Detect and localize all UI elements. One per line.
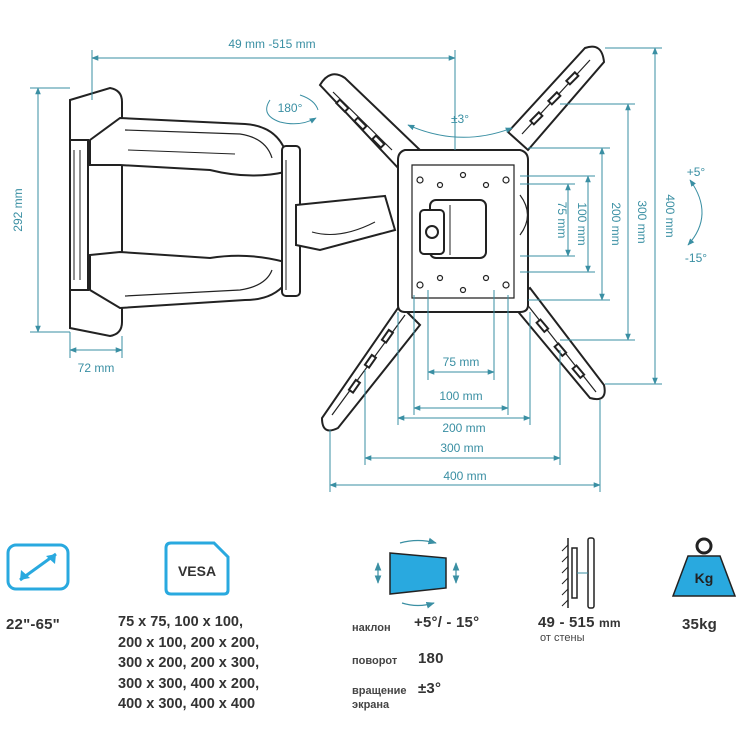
vesa-badge-text: VESA <box>178 563 216 579</box>
dim-extension: 49 mm -515 mm <box>228 37 315 51</box>
screen-size-icon <box>6 543 70 591</box>
dim-tilt-up: +5° <box>687 165 706 179</box>
vesa-icon: VESA <box>164 541 230 596</box>
distance-label: от стены <box>540 632 585 644</box>
dimension-labels: 49 mm -515 mm 292 mm 72 mm 180° ±3° +5° … <box>11 37 707 483</box>
weight-badge-text: Kg <box>695 570 714 586</box>
vesa-line: 300 x 200, 200 x 300, <box>118 655 260 671</box>
mount-drawing <box>69 45 606 432</box>
vesa-arm-top-right <box>506 45 606 152</box>
weight-icon: Kg <box>671 537 737 597</box>
dim-vesa-h75: 75 mm <box>443 355 480 369</box>
tilt-rotation-icon <box>374 537 460 609</box>
dim-depth: 72 mm <box>78 361 115 375</box>
swivel-value: 180 <box>418 650 444 667</box>
dim-tilt-down: -15° <box>685 251 707 265</box>
vesa-line: 300 x 300, 400 x 200, <box>118 675 260 692</box>
dim-vesa-v200: 200 mm <box>609 202 623 245</box>
vesa-list: 75 x 75, 100 x 100, 200 x 100, 200 x 200… <box>118 612 259 715</box>
dim-vesa-h400: 400 mm <box>443 469 486 483</box>
weight-value: 35kg <box>682 616 717 633</box>
dim-vesa-v75: 75 mm <box>555 202 569 239</box>
dim-height: 292 mm <box>11 188 25 231</box>
rotation-label-line: экрана <box>352 699 390 711</box>
distance-unit: mm <box>599 616 621 630</box>
distance-value: 49 - 515 mm <box>538 614 621 631</box>
dim-vesa-h300: 300 mm <box>440 441 483 455</box>
vesa-arm-top-left <box>318 73 422 172</box>
rotation-label: вращение экрана <box>352 684 407 712</box>
dim-vesa-v400: 400 mm <box>663 194 677 237</box>
rotation-label-line: вращение <box>352 685 407 697</box>
vesa-line: 200 x 100, 200 x 200, <box>118 634 260 651</box>
vesa-arm-bottom-left <box>320 303 422 432</box>
vesa-line: 75 x 75, 100 x 100, <box>118 614 243 630</box>
dim-rotation: ±3° <box>451 112 469 126</box>
distance-number: 49 - 515 <box>538 614 595 631</box>
wall-distance-icon <box>561 537 595 609</box>
swivel-label: поворот <box>352 655 398 667</box>
lower-arm <box>89 250 286 310</box>
screen-size-value: 22"-65" <box>6 616 60 633</box>
dim-vesa-h100: 100 mm <box>439 389 482 403</box>
dim-vesa-v100: 100 mm <box>575 202 589 245</box>
tilt-value: +5°/ - 15° <box>414 614 480 631</box>
dim-vesa-h200: 200 mm <box>442 421 485 435</box>
vesa-line: 400 x 300, 400 x 400 <box>118 696 256 712</box>
vesa-arm-bottom-right <box>508 286 606 401</box>
dim-vesa-v300: 300 mm <box>635 200 649 243</box>
dimension-lines <box>30 47 703 492</box>
dim-swivel: 180° <box>278 101 303 115</box>
tilt-label: наклон <box>352 622 391 634</box>
rotation-value: ±3° <box>418 680 442 697</box>
front-arm <box>295 194 397 252</box>
